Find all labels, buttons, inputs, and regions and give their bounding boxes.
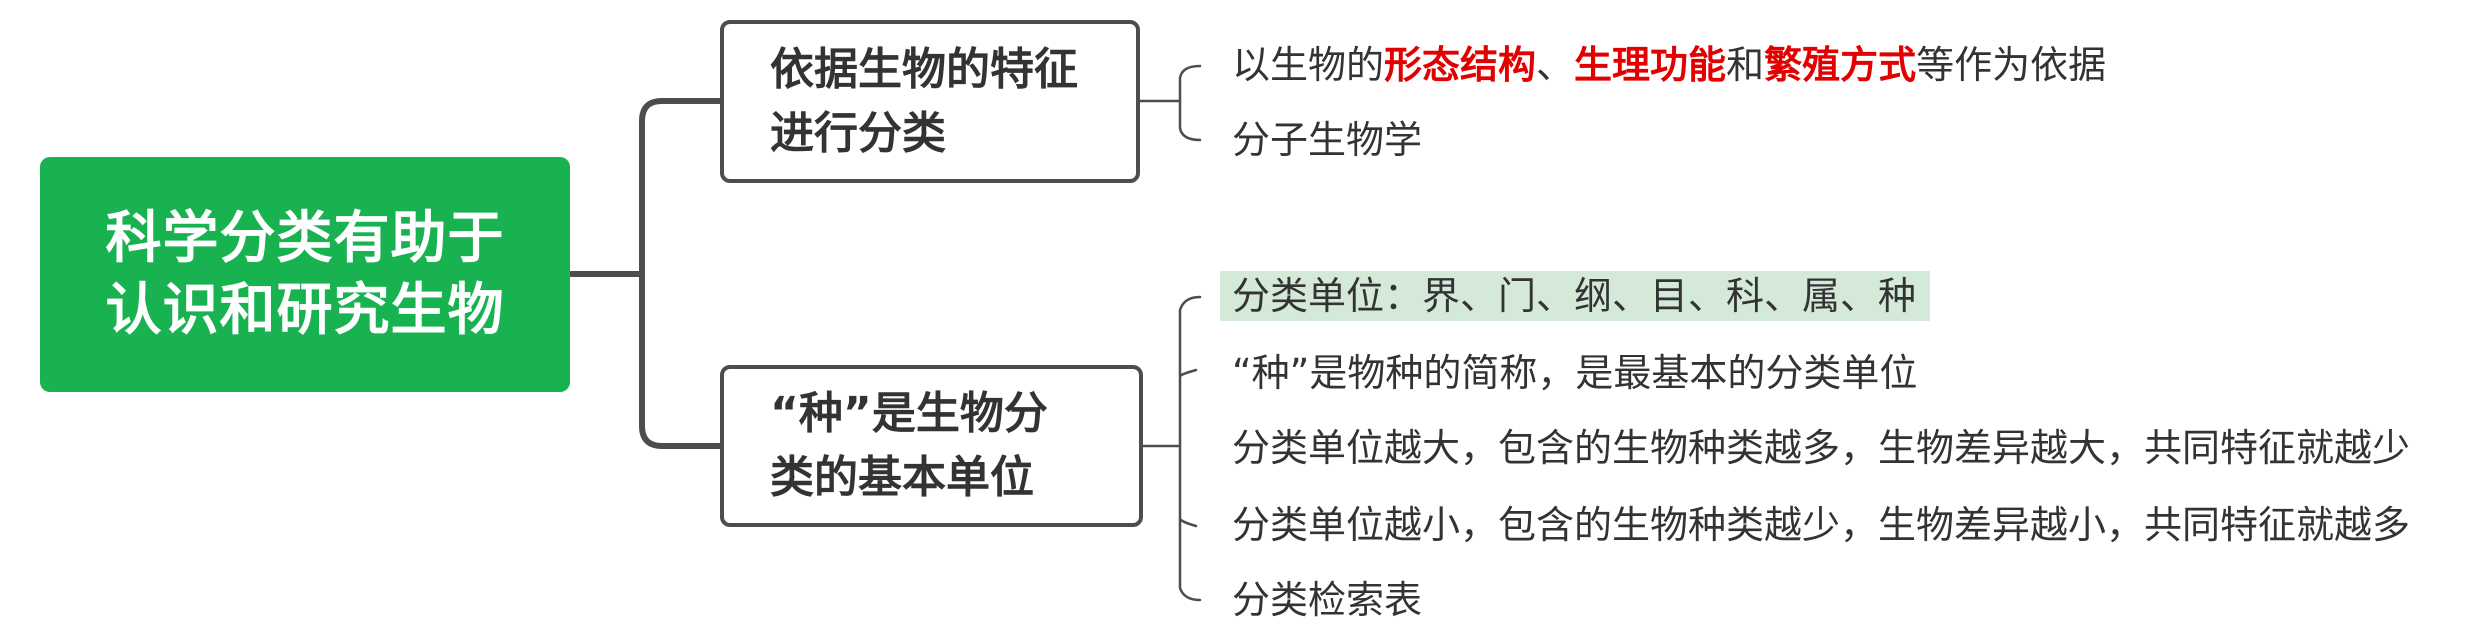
criteria-prefix: 以生物的 <box>1232 43 1385 87</box>
criteria-morphology: 形态结构 <box>1384 43 1537 87</box>
topic2-title-line2: 类的基本单位 <box>770 452 1034 503</box>
criteria-separator-2: 和 <box>1726 43 1765 87</box>
leaf-classification-criteria[interactable]: 以生物的形态结构、生理功能和繁殖方式等作为依据 <box>1232 40 2106 90</box>
criteria-separator-1: 、 <box>1536 43 1575 87</box>
leaf-classification-key[interactable]: 分类检索表 <box>1232 578 1423 622</box>
topic1-title-line1: 依据生物的特征 <box>770 43 1078 95</box>
root-topic[interactable]: 科学分类有助于 认识和研究生物 <box>40 157 570 392</box>
leaf-molecular-biology[interactable]: 分子生物学 <box>1232 118 1423 162</box>
root-title-line2: 认识和研究生物 <box>105 277 505 343</box>
leaf-smaller-unit-rule[interactable]: 分类单位越小，包含的生物种类越少，生物差异越小，共同特征就越多 <box>1232 503 2411 547</box>
leaf-larger-unit-rule[interactable]: 分类单位越大，包含的生物种类越多，生物差异越大，共同特征就越少 <box>1232 426 2411 470</box>
criteria-reproduction: 繁殖方式 <box>1764 43 1917 87</box>
leaf-species-definition[interactable]: “种”是物种的简称，是最基本的分类单位 <box>1232 351 1918 395</box>
topic2-title-line1: “种”是生物分 <box>770 388 1048 439</box>
leaf-taxonomic-ranks[interactable]: 分类单位：界、门、纲、目、科、属、种 <box>1220 271 1931 321</box>
topic-species-basic-unit[interactable]: “种”是生物分 类的基本单位 <box>720 365 1143 527</box>
criteria-suffix: 等作为依据 <box>1916 43 2107 87</box>
topic-branch-connector <box>639 98 723 449</box>
root-title-line1: 科学分类有助于 <box>105 205 505 271</box>
topic1-leaf-connector <box>1138 64 1202 142</box>
criteria-physiology: 生理功能 <box>1574 43 1727 87</box>
topic1-title-line2: 进行分类 <box>770 107 946 159</box>
topic2-leaf-connector <box>1141 295 1202 602</box>
topic-classification-basis[interactable]: 依据生物的特征 进行分类 <box>720 20 1140 183</box>
